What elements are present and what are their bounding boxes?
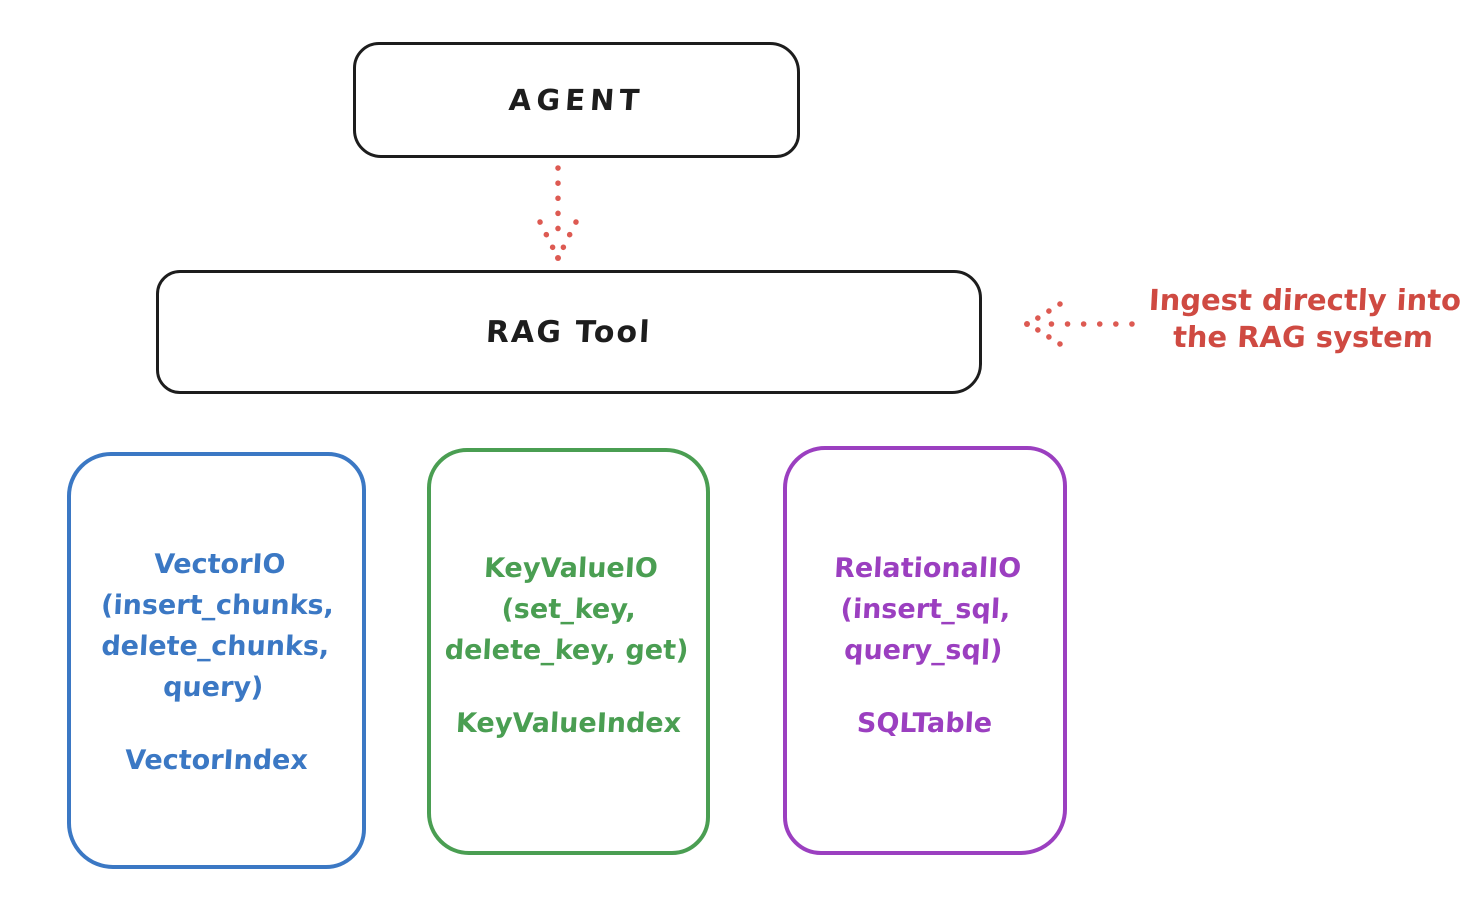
keyvalue-index-label: KeyValueIndex [455,708,682,739]
ingest-annotation-line1: Ingest directly into [1148,283,1462,317]
ingest-annotation-line2: the RAG system [1172,320,1435,354]
keyvalue-io-card: KeyValueIO (set_key, delete_key, get) Ke… [427,448,710,855]
agent-box: AGENT [353,42,800,158]
rag-tool-label: RAG Tool [485,314,653,350]
vector-io-card: VectorIO (insert_chunks, delete_chunks, … [67,452,366,869]
keyvalue-io-methods: KeyValueIO (set_key, delete_key, get) [443,553,689,666]
vector-index-label: VectorIndex [124,745,309,776]
rag-tool-box: RAG Tool [156,270,982,394]
dotted-arrow-down-icon [537,165,579,261]
ingest-annotation: Ingest directly into the RAG system [1126,282,1482,356]
sql-table-label: SQLTable [856,708,994,739]
agent-label: AGENT [507,83,646,117]
dotted-arrow-left-icon [1024,301,1135,347]
vector-io-methods: VectorIO (insert_chunks, delete_chunks, … [100,549,335,703]
relational-io-card: RelationalIO (insert_sql, query_sql) SQL… [783,446,1067,855]
relational-io-methods: RelationalIO (insert_sql, query_sql) [832,553,1022,666]
